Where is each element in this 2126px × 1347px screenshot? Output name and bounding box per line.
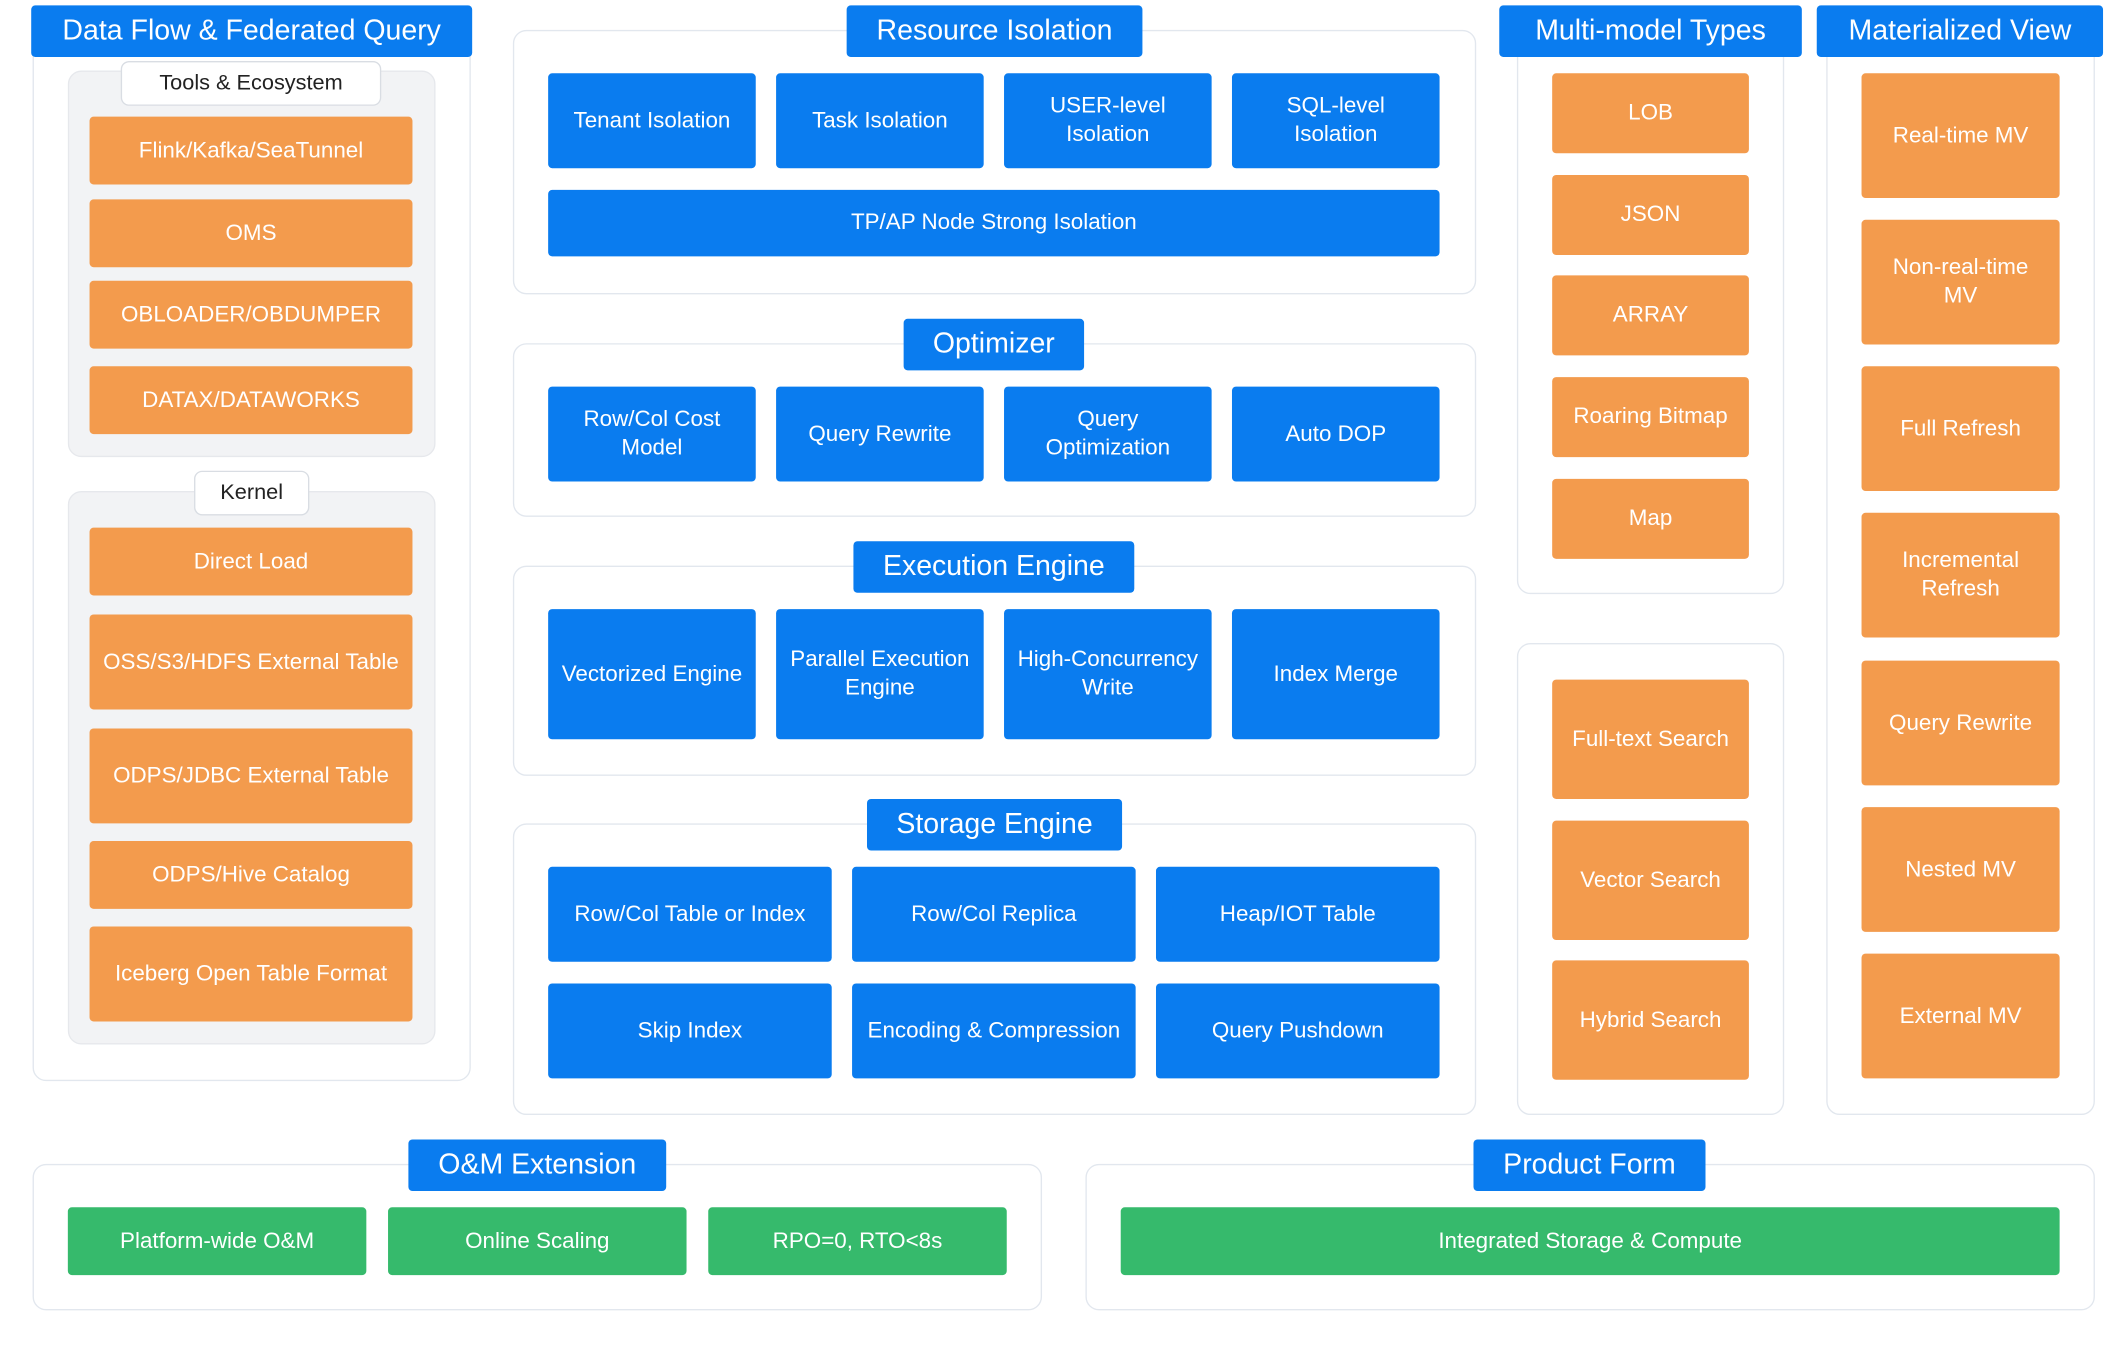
sql-level-isolation: SQL-level Isolation (1231, 73, 1440, 169)
materialized-view-title: Materialized View (1816, 5, 2104, 57)
query-rewrite: Query Rewrite (776, 386, 984, 482)
platform-wide-om: Platform-wide O&M (67, 1207, 367, 1276)
vectorized-engine: Vectorized Engine (548, 609, 756, 740)
om-extension-title: O&M Extension (408, 1139, 667, 1192)
hybrid-search: Hybrid Search (1552, 960, 1749, 1080)
tool-datax-dataworks: DATAX/DATAWORKS (89, 366, 413, 435)
mv-external: External MV (1861, 953, 2060, 1079)
heap-iot-table: Heap/IOT Table (1155, 866, 1440, 962)
user-level-isolation: USER-level Isolation (1004, 73, 1212, 169)
resource-isolation-title: Resource Isolation (846, 5, 1143, 57)
tp-ap-node-isolation: TP/AP Node Strong Isolation (548, 189, 1440, 257)
optimizer-title: Optimizer (903, 318, 1085, 371)
mv-full-refresh: Full Refresh (1861, 366, 2060, 492)
kernel-title: Kernel (194, 470, 310, 516)
type-array: ARRAY (1552, 275, 1749, 356)
tool-obloader-obdumper: OBLOADER/OBDUMPER (89, 280, 413, 349)
vector-search: Vector Search (1552, 820, 1749, 941)
index-merge: Index Merge (1231, 609, 1440, 740)
query-pushdown: Query Pushdown (1155, 983, 1440, 1079)
storage-engine-title: Storage Engine (866, 798, 1123, 851)
tool-oms: OMS (89, 199, 413, 268)
tool-flink-kafka-seatunnel: Flink/Kafka/SeaTunnel (89, 116, 413, 185)
online-scaling: Online Scaling (388, 1207, 687, 1276)
row-col-table-or-index: Row/Col Table or Index (548, 866, 832, 962)
query-optimization: Query Optimization (1004, 386, 1212, 482)
type-map: Map (1552, 478, 1749, 559)
type-roaring-bitmap: Roaring Bitmap (1552, 377, 1749, 458)
kernel-odps-jdbc: ODPS/JDBC External Table (89, 728, 413, 824)
mv-non-real-time: Non-real-time MV (1861, 219, 2060, 345)
kernel-iceberg: Iceberg Open Table Format (89, 926, 413, 1022)
skip-index: Skip Index (548, 983, 832, 1079)
multi-model-types-title: Multi-model Types (1499, 5, 1802, 57)
task-isolation: Task Isolation (776, 73, 984, 169)
integrated-storage-compute: Integrated Storage & Compute (1120, 1207, 2060, 1276)
execution-engine-title: Execution Engine (853, 541, 1135, 593)
type-json: JSON (1552, 174, 1749, 256)
parallel-execution-engine: Parallel Execution Engine (776, 609, 984, 740)
full-text-search: Full-text Search (1552, 679, 1749, 799)
type-lob: LOB (1552, 73, 1749, 154)
tenant-isolation: Tenant Isolation (548, 73, 756, 169)
auto-dop: Auto DOP (1231, 386, 1440, 482)
product-form-title: Product Form (1473, 1139, 1706, 1192)
tools-ecosystem-title: Tools & Ecosystem (120, 61, 382, 106)
high-concurrency-write: High-Concurrency Write (1004, 609, 1212, 740)
kernel-direct-load: Direct Load (89, 527, 413, 596)
mv-nested: Nested MV (1861, 807, 2060, 932)
mv-query-rewrite: Query Rewrite (1861, 660, 2060, 786)
kernel-oss-s3-hdfs: OSS/S3/HDFS External Table (89, 614, 413, 710)
mv-incremental-refresh: Incremental Refresh (1861, 512, 2060, 638)
data-flow-title: Data Flow & Federated Query (31, 5, 473, 57)
mv-real-time: Real-time MV (1861, 73, 2060, 199)
encoding-compression: Encoding & Compression (852, 983, 1136, 1079)
row-col-replica: Row/Col Replica (852, 866, 1136, 962)
kernel-odps-hive: ODPS/Hive Catalog (89, 841, 413, 909)
row-col-cost-model: Row/Col Cost Model (548, 386, 756, 482)
rpo-rto: RPO=0, RTO<8s (708, 1207, 1007, 1276)
